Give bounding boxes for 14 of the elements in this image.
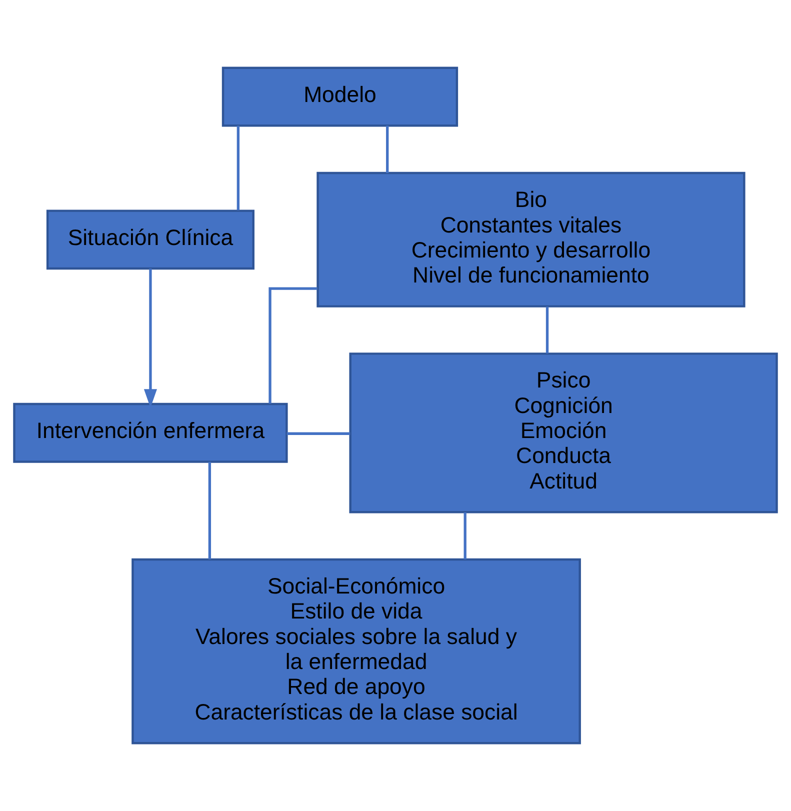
connector	[464, 512, 466, 560]
node-box: Situación Clínica	[46, 210, 254, 270]
connector	[268, 287, 318, 404]
connector	[208, 462, 212, 560]
arrow	[144, 268, 157, 408]
connector	[546, 306, 549, 354]
connector	[386, 126, 389, 174]
node-box: Social-Económico Estilo de vida Valores sociales sobre la salud y la enfermedad Red de apoyo Características de la clase social	[132, 558, 581, 744]
connector	[236, 126, 240, 210]
node-box: Psico Cognición Emoción Conducta Actitud	[349, 352, 778, 514]
connector	[286, 432, 350, 435]
node-box: Intervención enfermera	[13, 402, 288, 463]
node-box: Modelo	[222, 66, 458, 127]
node-box: Bio Constantes vitales Crecimiento y desarrollo Nivel de funcionamiento	[316, 172, 746, 308]
